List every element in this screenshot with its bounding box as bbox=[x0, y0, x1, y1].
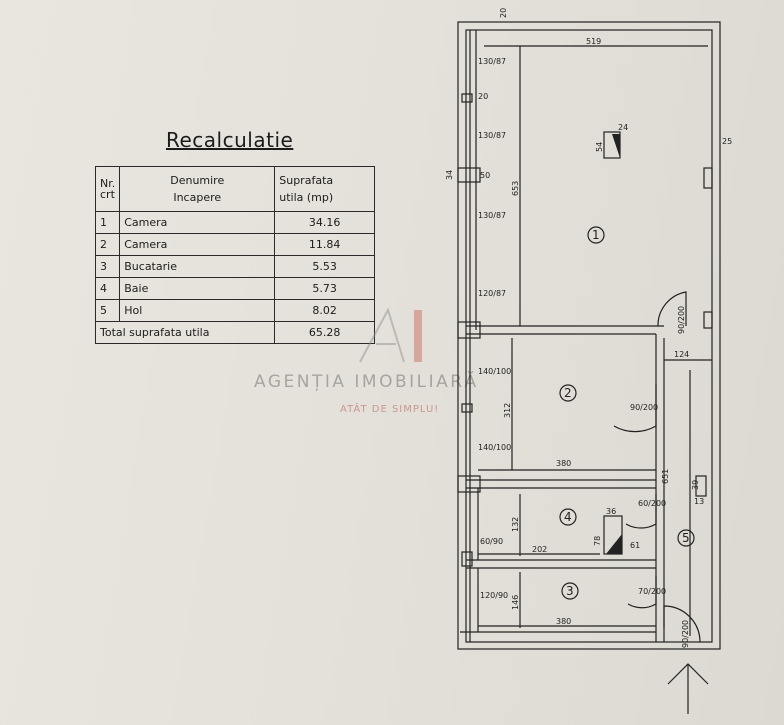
door-room2 bbox=[613, 384, 657, 433]
dim-hall-length: 651 bbox=[661, 469, 670, 484]
header-nr: Nr. crt bbox=[94, 166, 121, 212]
outer-wall bbox=[457, 21, 721, 650]
watermark-tagline: ATÂT DE SIMPLU! bbox=[340, 404, 440, 415]
hall-closet bbox=[695, 475, 707, 497]
dim-shower-h: 78 bbox=[593, 536, 602, 546]
total-area: 65.28 bbox=[274, 321, 375, 344]
door-room1 bbox=[657, 291, 687, 327]
dim-window-5: 140/100 bbox=[478, 367, 511, 376]
dim-door-3: 60/200 bbox=[638, 499, 666, 508]
dim-closet-d: 13 bbox=[694, 497, 704, 506]
dim-door-2: 90/200 bbox=[630, 403, 658, 412]
dim-width-main: 519 bbox=[586, 37, 601, 46]
total-label: Total suprafata utila bbox=[94, 321, 276, 344]
dim-kitchen-width: 380 bbox=[556, 617, 571, 626]
dim-door-4: 70/200 bbox=[638, 587, 666, 596]
room2-marker bbox=[559, 384, 577, 402]
table-row: 5 Hol 8.02 bbox=[94, 299, 375, 322]
room4-label: 4 bbox=[564, 510, 572, 524]
room1-label: 1 bbox=[592, 228, 600, 242]
dim-window-2: 130/87 bbox=[478, 131, 506, 140]
dim-window-7: 60/90 bbox=[480, 537, 503, 546]
dim-window-6: 140/100 bbox=[478, 443, 511, 452]
dim-box-h: 54 bbox=[595, 142, 604, 152]
header-area: Suprafata utila (mp) bbox=[274, 166, 375, 212]
dim-34: 34 bbox=[445, 170, 454, 180]
right-wall-notch bbox=[703, 311, 713, 329]
dim-top-wall: 20 bbox=[499, 8, 508, 18]
room1-marker bbox=[587, 226, 605, 244]
entry-arrow-head bbox=[667, 663, 709, 685]
room5-label: 5 bbox=[682, 531, 690, 545]
table-row: 4 Baie 5.73 bbox=[94, 277, 375, 300]
door-kitchen bbox=[627, 576, 657, 609]
header-name: Denumire Incapere bbox=[119, 166, 276, 212]
window-mark bbox=[461, 403, 473, 413]
row-area: 34.16 bbox=[274, 211, 375, 234]
row-name: Bucatarie bbox=[119, 255, 276, 278]
table-total-row: Total suprafata utila 65.28 bbox=[94, 321, 375, 344]
watermark-agency-name: AGENȚIA IMOBILIARĂ bbox=[254, 372, 479, 392]
dim-bath-height: 132 bbox=[511, 517, 520, 532]
dim-room2-width: 380 bbox=[556, 459, 571, 468]
agency-logo-icon bbox=[359, 307, 422, 363]
area-table: Nr. crt Denumire Incapere Suprafata util… bbox=[94, 166, 375, 344]
room3-marker bbox=[561, 582, 579, 600]
pillar bbox=[457, 167, 481, 183]
dim-hall-width: 124 bbox=[674, 350, 689, 359]
dim-depth-room1: 653 bbox=[511, 181, 520, 196]
dim-room2-height: 312 bbox=[503, 403, 512, 418]
room4-marker bbox=[559, 508, 577, 526]
dim-wall-20: 20 bbox=[478, 92, 488, 101]
dim-kitchen-height: 146 bbox=[511, 595, 520, 610]
dim-window-8: 120/90 bbox=[480, 591, 508, 600]
pillar bbox=[457, 475, 481, 493]
table-header-row: Nr. crt Denumire Incapere Suprafata util… bbox=[94, 166, 375, 212]
room3-label: 3 bbox=[566, 584, 574, 598]
dim-window-3: 130/87 bbox=[478, 211, 506, 220]
dim-window-1: 130/87 bbox=[478, 57, 506, 66]
dim-window-4: 120/87 bbox=[478, 289, 506, 298]
pillar bbox=[457, 321, 481, 339]
shower-shading bbox=[606, 534, 622, 554]
dim-bath-width: 202 bbox=[532, 545, 547, 554]
window-mark bbox=[461, 93, 473, 103]
right-wall-notch bbox=[703, 167, 713, 189]
dim-pillar: 50 bbox=[480, 171, 490, 180]
dim-box-w: 24 bbox=[618, 123, 628, 132]
table-row: 3 Bucatarie 5.53 bbox=[94, 255, 375, 278]
dim-right-wall: 25 bbox=[722, 137, 732, 146]
room2-label: 2 bbox=[564, 386, 572, 400]
room5-marker bbox=[677, 529, 695, 547]
inner-wall bbox=[465, 29, 713, 643]
door-bath bbox=[625, 494, 657, 529]
page-title: Recalculatie bbox=[166, 128, 294, 152]
dim-shower-d: 61 bbox=[630, 541, 640, 550]
door-entry bbox=[663, 605, 701, 643]
dim-door-1: 90/200 bbox=[677, 306, 686, 334]
window-mark bbox=[461, 551, 473, 567]
table-row: 2 Camera 11.84 bbox=[94, 233, 375, 256]
dim-entry-door: 90/200 bbox=[681, 620, 690, 648]
box-shading bbox=[612, 134, 620, 158]
dim-closet-w: 39 bbox=[691, 480, 700, 490]
dim-shower-w: 36 bbox=[606, 507, 616, 516]
